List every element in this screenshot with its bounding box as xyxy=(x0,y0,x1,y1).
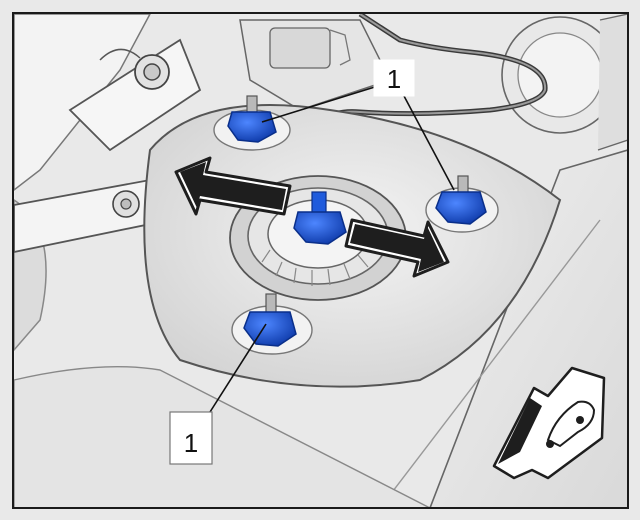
callout-label-bottom: 1 xyxy=(184,428,198,458)
housing-rib xyxy=(329,29,351,66)
arrow-left-fill xyxy=(180,162,286,210)
housing-detail xyxy=(269,27,331,69)
lower-body-panel xyxy=(13,365,431,509)
leader-line-bottom-nut xyxy=(209,323,267,413)
leader-line-top-nut xyxy=(261,85,379,123)
car-travel-direction-icon xyxy=(492,366,606,480)
callout-top: 1 xyxy=(373,59,415,97)
nut-top xyxy=(227,95,277,143)
bearing-ribs xyxy=(261,249,369,286)
arm-edge xyxy=(99,48,141,61)
fender-crease xyxy=(379,219,601,509)
center-nut xyxy=(293,191,347,245)
callout-label-top: 1 xyxy=(387,64,401,94)
callout-bottom: 1 xyxy=(169,411,213,465)
nut-right xyxy=(435,175,487,225)
reservoir-bracket xyxy=(597,13,629,151)
upper-bolt-center xyxy=(143,63,161,81)
reservoir-cap-inner xyxy=(517,32,603,118)
sensor-cable-highlight xyxy=(311,13,547,216)
arrow-right-fill xyxy=(350,224,444,272)
bracket-bolt-center xyxy=(120,198,132,210)
diagram-frame xyxy=(12,12,629,509)
leader-line-right-nut xyxy=(403,95,455,191)
